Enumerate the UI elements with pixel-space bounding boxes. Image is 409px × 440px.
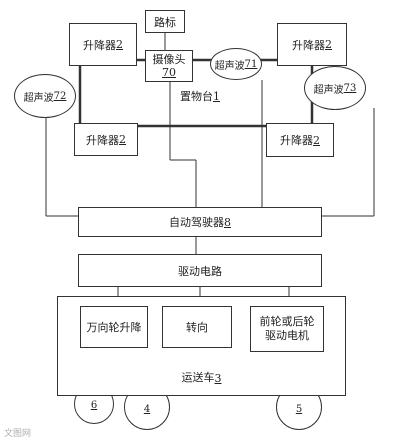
caster-lift-box: 万向轮升降 [80, 306, 148, 348]
lifter-top-right-num: 2 [325, 38, 332, 51]
road-sign-box: 路标 [145, 10, 185, 33]
camera-label: 摄像头 [152, 53, 186, 66]
drive-circuit-box: 驱动电路 [78, 254, 322, 287]
lifter-top-right-label: 升降器 [292, 38, 325, 52]
motor-box: 前轮或后轮 驱动电机 [250, 306, 324, 352]
lifter-bottom-right-num: 2 [313, 133, 320, 147]
steering-label: 转向 [186, 321, 208, 334]
camera-box: 摄像头 70 [145, 50, 193, 82]
ultrasonic-71-label: 超声波 [214, 60, 245, 72]
lifter-top-left-num: 2 [116, 38, 123, 51]
steering-box: 转向 [162, 306, 232, 348]
caster-lift-label: 万向轮升降 [86, 321, 142, 334]
camera-num: 70 [162, 66, 176, 79]
vehicle-label: 运送车 [181, 371, 215, 384]
platform-label: 置物台1 [180, 88, 220, 104]
autopilot-label: 自动驾驶器 [169, 216, 224, 229]
ultrasonic-71-num: 71 [244, 58, 258, 70]
motor-label-line1: 前轮或后轮 [259, 315, 315, 328]
autopilot-num: 8 [224, 215, 231, 229]
wheel-5-label: 5 [295, 404, 303, 415]
lifter-bottom-left-label: 升降器 [86, 133, 119, 147]
motor-label-line2: 驱动电机 [265, 329, 309, 342]
platform-label-text: 置物台 [180, 90, 213, 103]
road-sign-label: 路标 [154, 15, 176, 29]
lifter-top-left-label: 升降器 [83, 38, 116, 52]
wheel-6-label: 6 [90, 400, 98, 411]
drive-circuit-label: 驱动电路 [178, 264, 222, 278]
lifter-bottom-right-label: 升降器 [280, 134, 313, 147]
watermark-text: 文图网 [4, 429, 32, 439]
lifter-bottom-left-num: 2 [119, 133, 126, 146]
ultrasonic-72-label: 超声波 [23, 92, 54, 104]
watermark: 文图网 [4, 426, 31, 439]
platform-label-num: 1 [213, 90, 220, 103]
ultrasonic-72-num: 72 [53, 90, 67, 102]
wheel-4-label: 4 [143, 404, 151, 415]
ultrasonic-73-num: 73 [343, 82, 357, 94]
vehicle-num: 3 [214, 372, 222, 385]
ultrasonic-73-label: 超声波 [313, 84, 344, 96]
